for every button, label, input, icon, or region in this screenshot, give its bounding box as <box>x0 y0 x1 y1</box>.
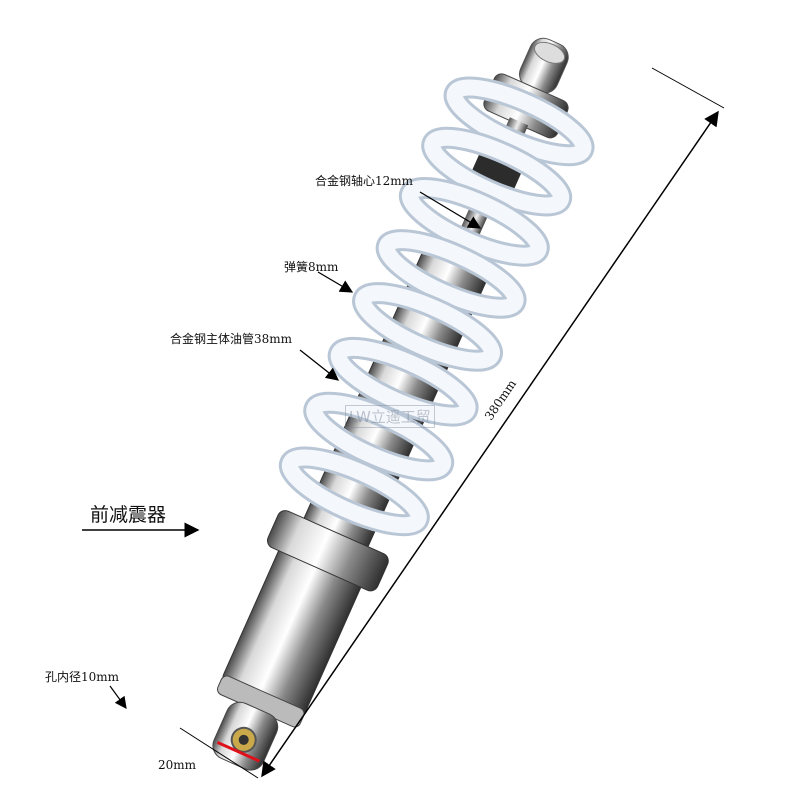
hole-label: 孔内径10mm <box>45 670 120 684</box>
product-name-label: 前减震器 <box>90 504 167 526</box>
spring <box>278 76 595 537</box>
hole-arrow <box>109 685 127 709</box>
length-dimension-line <box>261 110 719 778</box>
shaft-arrow <box>419 191 482 229</box>
width-label: 20mm <box>158 758 197 772</box>
spring-label: 弹簧8mm <box>284 260 339 274</box>
tube-arrow <box>299 349 340 381</box>
shock-absorber <box>212 37 595 771</box>
watermark: LW立遥工贸 <box>345 405 435 428</box>
shaft-label: 合金钢轴心12mm <box>315 174 414 188</box>
spring-arrow <box>317 271 354 293</box>
tube-label: 合金钢主体油管38mm <box>170 332 293 346</box>
width-marker <box>216 740 261 763</box>
